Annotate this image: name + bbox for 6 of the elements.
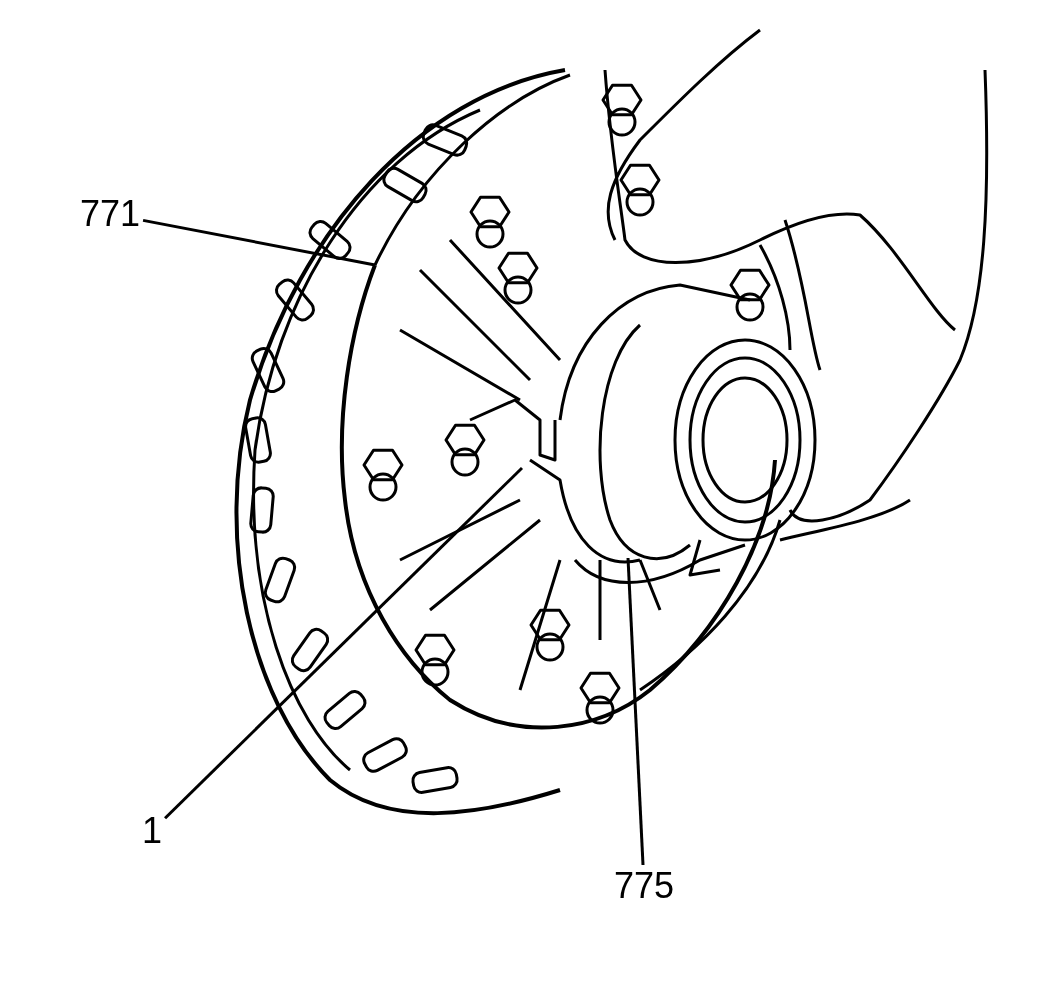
leader-line xyxy=(142,218,376,267)
callout-number: 1 xyxy=(142,813,163,849)
callout-number: 775 xyxy=(614,868,675,904)
leader-line xyxy=(626,557,645,866)
leader-line xyxy=(163,466,524,820)
callout-number: 771 xyxy=(80,196,141,232)
